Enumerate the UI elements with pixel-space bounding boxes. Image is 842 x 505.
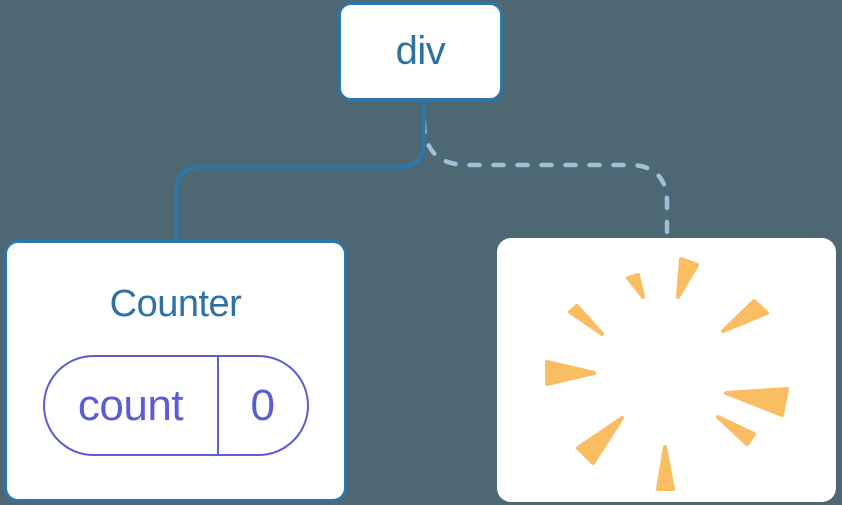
- solid-connector: [174, 101, 426, 241]
- state-key-cell: count: [45, 357, 219, 454]
- poof-ray: [721, 299, 769, 333]
- state-pill: count 0: [42, 355, 309, 456]
- state-key-label: count: [77, 380, 184, 430]
- state-value-label: 0: [250, 380, 275, 430]
- poof-ray: [716, 415, 756, 446]
- poof-ray: [626, 273, 645, 299]
- root-node-div: div: [338, 2, 503, 101]
- state-value-cell: 0: [219, 357, 307, 454]
- poof-icon: [545, 257, 789, 491]
- dashed-connector: [421, 119, 670, 242]
- counter-component-card: Counter count 0: [4, 240, 347, 502]
- poof-ray: [568, 304, 604, 336]
- poof-ray: [724, 387, 789, 417]
- root-node-label: div: [395, 29, 446, 73]
- poof-ray: [576, 416, 624, 465]
- component-name: Counter: [109, 283, 242, 325]
- removed-component-card: [497, 238, 836, 502]
- poof-ray: [676, 257, 699, 299]
- poof-ray: [545, 360, 596, 386]
- poof-ray: [656, 445, 675, 491]
